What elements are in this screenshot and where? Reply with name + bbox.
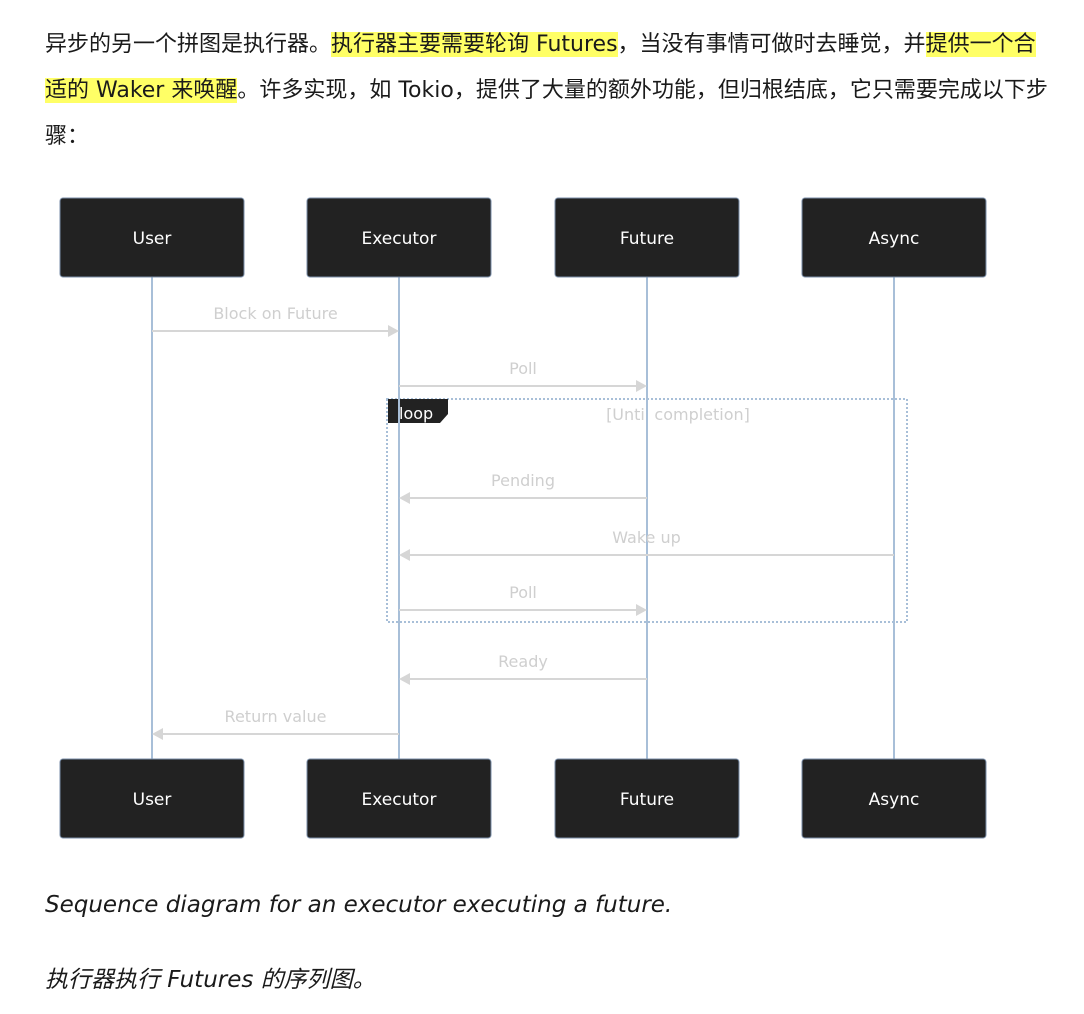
text: 。许多实现，如 Tokio，提供了大量的额外功能，但归根结底，它只需要完成以下步… bbox=[45, 78, 1048, 149]
arrowhead-icon bbox=[636, 604, 647, 616]
loop-label: loop bbox=[399, 404, 433, 423]
actor-box-executor bbox=[306, 758, 492, 839]
arrowhead-icon bbox=[636, 380, 647, 392]
actor-box-executor bbox=[306, 197, 492, 278]
actor-box-future bbox=[554, 197, 740, 278]
actor-label: Future bbox=[620, 790, 674, 810]
actor-label: Executor bbox=[362, 790, 437, 810]
caption-english: Sequence diagram for an executor executi… bbox=[45, 892, 673, 918]
message-label: Wake up bbox=[612, 528, 681, 547]
actor-label: User bbox=[133, 229, 172, 249]
arrowhead-icon bbox=[399, 673, 410, 685]
text: ，当没有事情可做时去睡觉，并 bbox=[617, 32, 926, 57]
arrowhead-icon bbox=[152, 728, 163, 740]
arrowhead-icon bbox=[399, 549, 410, 561]
arrowhead-icon bbox=[399, 492, 410, 504]
actor-label: Executor bbox=[362, 229, 437, 249]
message-label: Poll bbox=[509, 359, 537, 378]
actor-label: Future bbox=[620, 229, 674, 249]
loop-condition: [Until completion] bbox=[606, 405, 750, 424]
caption-chinese: 执行器执行 Futures 的序列图。 bbox=[45, 967, 376, 993]
actor-box-async bbox=[801, 197, 987, 278]
message-label: Poll bbox=[509, 583, 537, 602]
message-label: Return value bbox=[225, 707, 327, 726]
text: 异步的另一个拼图是执行器。 bbox=[45, 32, 332, 57]
message-label: Ready bbox=[498, 652, 548, 671]
message-label: Block on Future bbox=[213, 304, 337, 323]
message-label: Pending bbox=[491, 471, 555, 490]
intro-paragraph: 异步的另一个拼图是执行器。执行器主要需要轮询 Futures，当没有事情可做时去… bbox=[45, 22, 1055, 160]
actor-box-user bbox=[59, 758, 245, 839]
actor-label: User bbox=[133, 790, 172, 810]
highlighted-text: 执行器主要需要轮询 Futures bbox=[331, 32, 618, 57]
loop-tag bbox=[388, 399, 448, 423]
actor-box-async bbox=[801, 758, 987, 839]
actor-label: Async bbox=[869, 229, 920, 249]
arrowhead-icon bbox=[388, 325, 399, 337]
actor-box-future bbox=[554, 758, 740, 839]
actor-box-user bbox=[59, 197, 245, 278]
actor-label: Async bbox=[869, 790, 920, 810]
